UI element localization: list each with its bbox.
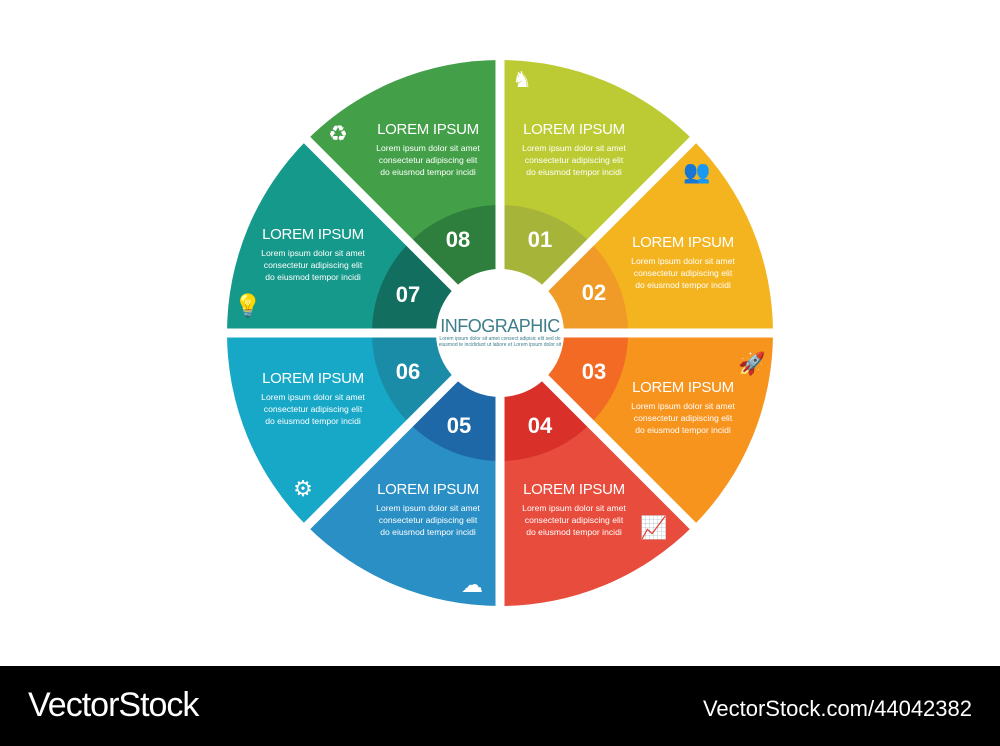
image-reference: VectorStock.com/44042382: [702, 696, 972, 721]
segment-body-line: do eiusmod tempor incidi: [380, 167, 476, 177]
segment-body: Lorem ipsum dolor sit amet consectetur ad…: [631, 400, 735, 436]
segment-body: Lorem ipsum dolor sit amet consectetur ad…: [522, 502, 626, 538]
segment-body-line: do eiusmod tempor incidi: [635, 280, 731, 290]
segment-body: Lorem ipsum dolor sit amet consectetur ad…: [261, 391, 365, 427]
segment-body: Lorem ipsum dolor sit amet consectetur ad…: [376, 142, 480, 178]
segment-body-line: Lorem ipsum dolor sit amet: [522, 503, 626, 513]
segment-number: 03: [581, 359, 607, 384]
center-subtitle-line: Lorem ipsum dolor sit amet consect adipi…: [439, 336, 561, 342]
footer-bar: VectorStock VectorStock.com/44042382: [0, 666, 1000, 746]
infographic-diagram: INFOGRAPHIC Lorem ipsum dolor sit amet c…: [227, 60, 774, 606]
segment-title: LOREM IPSUM: [523, 121, 625, 138]
segment-title: LOREM IPSUM: [262, 370, 364, 387]
chess-knight-icon: ♞: [512, 67, 532, 92]
segment-number: 08: [445, 227, 471, 252]
segment-body: Lorem ipsum dolor sit amet consectetur ad…: [522, 142, 626, 178]
segment-title: LOREM IPSUM: [377, 121, 479, 138]
segment-body-line: Lorem ipsum dolor sit amet: [376, 143, 480, 153]
brand-logo: VectorStock: [28, 686, 199, 724]
segment-title: LOREM IPSUM: [377, 481, 479, 498]
segment-title: LOREM IPSUM: [632, 234, 734, 251]
segment-number: 06: [395, 359, 421, 384]
segment-body: Lorem ipsum dolor sit amet consectetur ad…: [376, 502, 480, 538]
segment-body-line: consectetur adipiscing elit: [633, 268, 733, 278]
center-subtitle-line: eiusmod te incididunt ut labore et Lorem…: [438, 342, 562, 348]
segment-body-line: do eiusmod tempor incidi: [265, 272, 361, 282]
segment-number: 01: [527, 227, 553, 252]
segment-body-line: do eiusmod tempor incidi: [265, 416, 361, 426]
rocket-icon: 🚀: [738, 351, 766, 376]
segment-body-line: Lorem ipsum dolor sit amet: [522, 143, 626, 153]
segment-body-line: do eiusmod tempor incidi: [380, 527, 476, 537]
people-icon: 👥: [683, 159, 711, 184]
center-subtitle: Lorem ipsum dolor sit amet consect adipi…: [439, 336, 562, 348]
gear-icon: ⚙: [293, 476, 313, 501]
segment-number: 02: [581, 280, 607, 305]
segment-number: 05: [446, 413, 472, 438]
segment-title: LOREM IPSUM: [523, 481, 625, 498]
segment-body: Lorem ipsum dolor sit amet consectetur ad…: [261, 247, 365, 283]
segment-body-line: consectetur adipiscing elit: [263, 404, 363, 414]
segment-body-line: Lorem ipsum dolor sit amet: [376, 503, 480, 513]
segment-body-line: consectetur adipiscing elit: [524, 515, 624, 525]
segment-body-line: consectetur adipiscing elit: [263, 260, 363, 270]
segment-body-line: Lorem ipsum dolor sit amet: [261, 248, 365, 258]
segment-body: Lorem ipsum dolor sit amet consectetur ad…: [631, 255, 735, 291]
segment-body-line: do eiusmod tempor incidi: [526, 527, 622, 537]
segment-body-line: consectetur adipiscing elit: [378, 515, 478, 525]
lightbulb-icon: 💡: [234, 293, 262, 318]
center-title: INFOGRAPHIC: [440, 316, 560, 336]
segment-body-line: consectetur adipiscing elit: [633, 413, 733, 423]
segment-title: LOREM IPSUM: [632, 379, 734, 396]
cloud-icon: ☁: [461, 572, 483, 597]
segment-body-line: do eiusmod tempor incidi: [635, 425, 731, 435]
segment-wheel: [227, 60, 774, 606]
segment-body-line: do eiusmod tempor incidi: [526, 167, 622, 177]
segment-body-line: consectetur adipiscing elit: [378, 155, 478, 165]
recycle-icon: ♻: [328, 121, 348, 146]
segment-body-line: Lorem ipsum dolor sit amet: [261, 392, 365, 402]
segment-body-line: Lorem ipsum dolor sit amet: [631, 401, 735, 411]
center-hole: [436, 269, 564, 397]
segment-number: 07: [395, 282, 421, 307]
bar-chart-icon: 📈: [640, 515, 668, 540]
segment-number: 04: [527, 413, 553, 438]
segment-body-line: consectetur adipiscing elit: [524, 155, 624, 165]
segment-title: LOREM IPSUM: [262, 226, 364, 243]
segment-body-line: Lorem ipsum dolor sit amet: [631, 256, 735, 266]
